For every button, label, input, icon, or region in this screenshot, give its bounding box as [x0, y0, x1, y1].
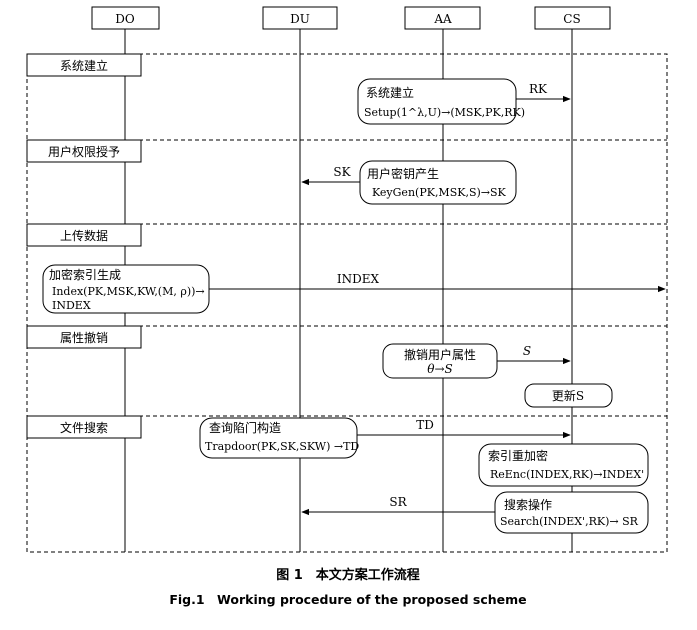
box-index-gen: 加密索引生成 Index(PK,MSK,KW,(M, ρ))→ INDEX [42, 264, 210, 314]
label-index: INDEX [337, 272, 380, 286]
caption-en: Fig.1 Working procedure of the proposed … [169, 592, 526, 607]
box-trapdoor-formula: Trapdoor(PK,SK,SKW) →TD [205, 440, 359, 453]
box-user-key-title: 用户密钥产生 [367, 166, 439, 181]
box-trapdoor-title: 查询陷门构造 [209, 420, 281, 435]
box-user-key-formula: KeyGen(PK,MSK,S)→SK [372, 186, 507, 199]
participant-cs: CS [534, 6, 611, 30]
box-system-setup-title: 系统建立 [366, 85, 414, 100]
box-reenc-title: 索引重加密 [488, 448, 548, 463]
participant-aa-label: AA [433, 12, 452, 26]
phase-label-setup-text: 系统建立 [60, 58, 108, 73]
box-revoke-attr-title: 撤销用户属性 [404, 347, 476, 362]
participant-do-label: DO [115, 12, 135, 26]
phase-label-grant-text: 用户权限授予 [48, 144, 120, 159]
box-system-setup-formula: Setup(1^λ,U)→(MSK,PK,RK) [364, 106, 525, 119]
phase-label-search-text: 文件搜索 [60, 420, 108, 435]
box-search-op: 搜索操作 Search(INDEX',RK)→ SR [494, 491, 649, 534]
box-user-key: 用户密钥产生 KeyGen(PK,MSK,S)→SK [359, 160, 517, 205]
box-reenc: 索引重加密 ReEnc(INDEX,RK)→INDEX' [478, 443, 649, 487]
box-index-gen-formula-2: INDEX [52, 299, 91, 312]
phase-label-upload-text: 上传数据 [60, 228, 108, 243]
label-sr: SR [389, 495, 407, 509]
box-trapdoor: 查询陷门构造 Trapdoor(PK,SK,SKW) →TD [199, 417, 359, 459]
phase-label-revoke: 属性撤销 [26, 325, 142, 349]
box-revoke-attr-formula: θ→S [427, 362, 453, 376]
box-search-op-title: 搜索操作 [504, 497, 552, 512]
caption-cn: 图 1 本文方案工作流程 [276, 567, 420, 583]
participant-cs-label: CS [563, 12, 580, 26]
participant-do: DO [91, 6, 160, 30]
box-reenc-formula: ReEnc(INDEX,RK)→INDEX' [490, 468, 644, 481]
phase-label-setup: 系统建立 [26, 53, 142, 77]
participant-du-label: DU [290, 12, 310, 26]
box-update-title: 更新S [552, 388, 584, 403]
phase-label-grant: 用户权限授予 [26, 139, 142, 163]
participant-du: DU [262, 6, 338, 30]
phase-label-revoke-text: 属性撤销 [60, 330, 108, 345]
box-update: 更新S [524, 383, 613, 408]
box-revoke-attr: 撤销用户属性 θ→S [382, 343, 498, 379]
label-s: S [523, 344, 531, 358]
box-index-gen-formula-1: Index(PK,MSK,KW,(M, ρ))→ [52, 285, 205, 298]
box-index-gen-title: 加密索引生成 [49, 267, 121, 282]
label-td: TD [416, 418, 434, 432]
phase-label-search: 文件搜索 [26, 415, 142, 439]
outer-dashed-frame [26, 53, 668, 553]
label-sk: SK [333, 165, 351, 179]
box-search-op-formula: Search(INDEX',RK)→ SR [500, 515, 639, 528]
box-system-setup: 系统建立 Setup(1^λ,U)→(MSK,PK,RK) [357, 78, 525, 125]
participant-aa: AA [404, 6, 481, 30]
label-rk: RK [529, 82, 548, 96]
phase-label-upload: 上传数据 [26, 223, 142, 247]
